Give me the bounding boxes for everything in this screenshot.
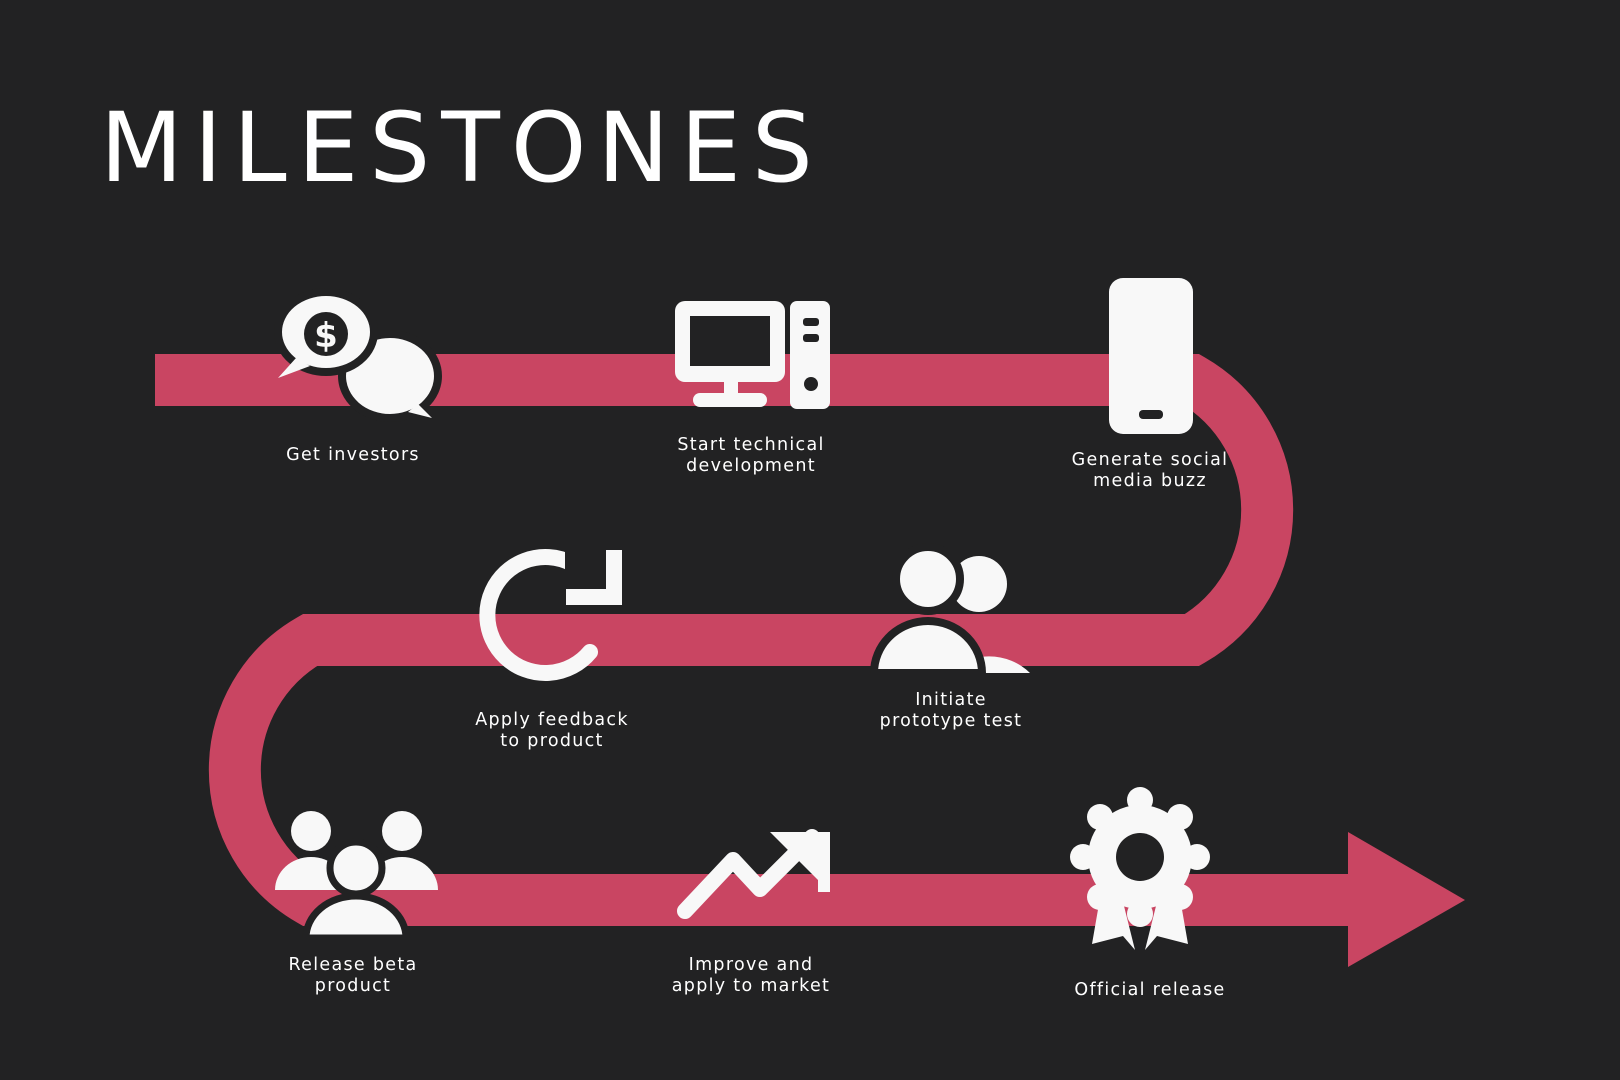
award-badge-icon bbox=[1070, 787, 1210, 950]
milestone-label-release-beta-product: Release beta product bbox=[288, 955, 418, 996]
milestone-label-get-investors: Get investors bbox=[286, 445, 420, 465]
milestone-label-official-release: Official release bbox=[1074, 980, 1226, 1000]
milestone-label-start-technical-development: Start technical development bbox=[677, 435, 825, 476]
trend-up-icon bbox=[677, 829, 830, 919]
page-title: MILESTONES bbox=[100, 92, 824, 204]
svg-text:$: $ bbox=[314, 316, 338, 356]
road-arrowhead bbox=[1348, 832, 1465, 967]
milestone-label-apply-feedback: Apply feedback to product bbox=[475, 710, 629, 751]
group-users-icon bbox=[275, 811, 438, 942]
milestone-label-initiate-prototype-test: Initiate prototype test bbox=[879, 690, 1023, 731]
milestone-road-path bbox=[155, 354, 1350, 926]
milestone-label-improve-and-apply: Improve and apply to market bbox=[671, 955, 831, 996]
milestone-label-generate-social-media-buzz: Generate social media buzz bbox=[1071, 450, 1229, 491]
two-users-icon bbox=[869, 543, 1030, 677]
refresh-arrow-icon bbox=[479, 548, 622, 681]
money-chat-icon: $ bbox=[274, 288, 442, 422]
desktop-computer-icon bbox=[675, 301, 830, 409]
smartphone-icon bbox=[1109, 278, 1193, 434]
